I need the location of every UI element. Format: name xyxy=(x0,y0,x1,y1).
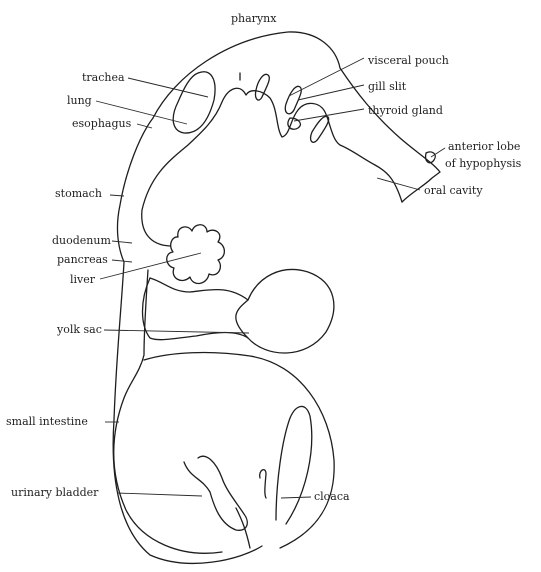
leader-urinary-bladder xyxy=(117,493,202,496)
oral-cavity-outline xyxy=(340,145,402,202)
label-cloaca: cloaca xyxy=(314,490,350,503)
label-urinary-bladder: urinary bladder xyxy=(11,486,99,499)
cloaca-outline xyxy=(276,406,312,524)
cloacal-opening xyxy=(260,470,266,498)
label-esophagus: esophagus xyxy=(72,117,132,130)
label-lung: lung xyxy=(67,94,92,107)
label-oral-cavity: oral cavity xyxy=(424,184,483,197)
vitelline-duct-inner xyxy=(150,278,248,300)
leader-yolk-sac xyxy=(104,330,249,333)
leader-esophagus xyxy=(137,124,152,128)
leader-gill-slit xyxy=(298,85,364,100)
label-yolk-sac: yolk sac xyxy=(56,323,102,336)
leader-cloaca xyxy=(281,497,311,498)
thyroid-outline xyxy=(288,118,301,129)
leader-pancreas xyxy=(112,260,132,262)
leader-duodenum xyxy=(112,241,132,243)
label-small-intestine: small intestine xyxy=(6,415,88,428)
diagram-labels: pharynx visceral pouch trachea gill slit… xyxy=(6,12,522,503)
label-pharynx: pharynx xyxy=(231,12,277,25)
allantoic-stalk xyxy=(236,508,250,548)
gill-slit-3 xyxy=(311,116,329,142)
label-stomach: stomach xyxy=(55,187,102,200)
leader-liver xyxy=(100,253,201,279)
label-anterior-lobe-line1: anterior lobe xyxy=(448,140,520,153)
pharynx-floor-outline xyxy=(142,88,340,246)
leader-oral-cavity xyxy=(377,178,420,190)
label-duodenum: duodenum xyxy=(52,234,111,247)
label-pancreas: pancreas xyxy=(57,253,108,266)
label-gill-slit: gill slit xyxy=(368,80,407,93)
dorsal-gut-outline xyxy=(113,118,262,563)
small-intestine-outline xyxy=(114,270,222,553)
label-trachea: trachea xyxy=(82,71,125,84)
label-visceral-pouch: visceral pouch xyxy=(367,54,449,67)
leader-visceral-pouch xyxy=(289,58,364,96)
yolk-stalk-outline xyxy=(143,278,249,340)
intestine-ventral-outline xyxy=(144,353,334,548)
label-thyroid-gland: thyroid gland xyxy=(368,104,443,117)
yolk-sac-outline xyxy=(236,270,334,353)
label-liver: liver xyxy=(70,273,96,286)
urinary-bladder-outline xyxy=(184,456,247,530)
hypophysis-outline xyxy=(426,152,436,163)
label-anterior-lobe-line2: of hypophysis xyxy=(445,157,522,170)
